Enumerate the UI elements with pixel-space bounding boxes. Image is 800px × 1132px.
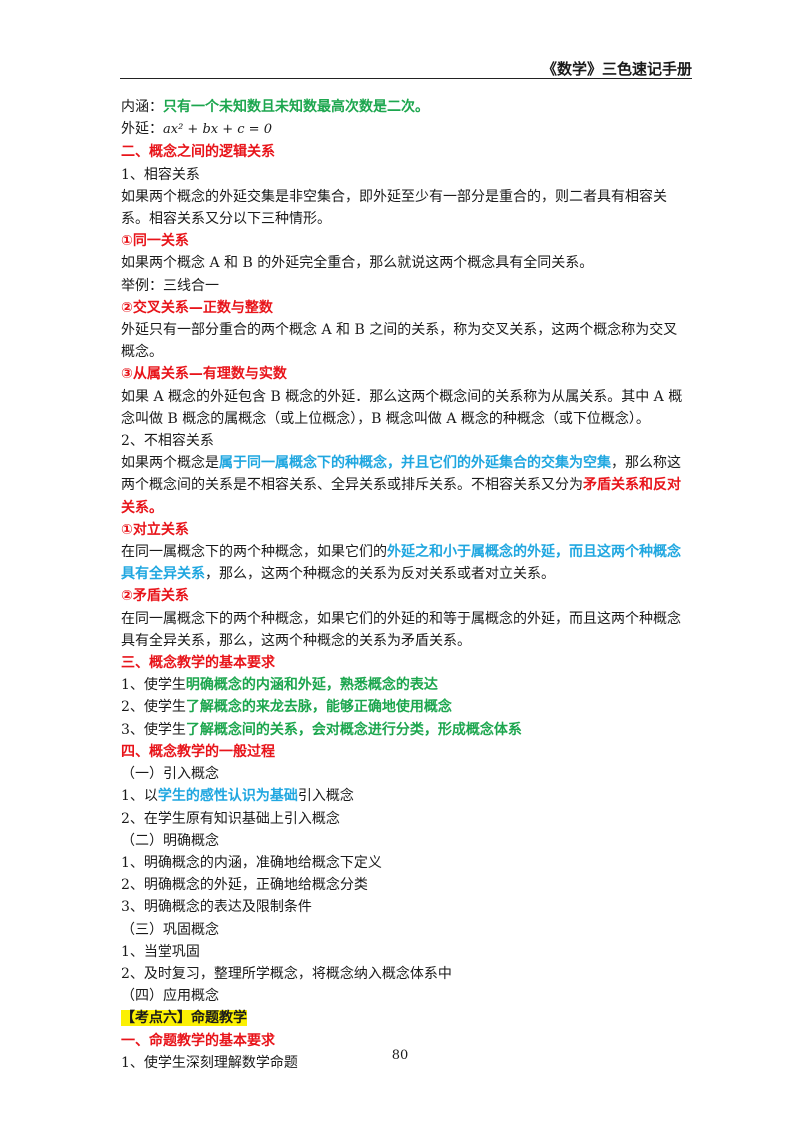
text-line-l2: 外延：ax² + bx + c = 0 xyxy=(121,118,691,141)
text-line-l33: 2、及时复习，整理所学概念，将概念纳入概念体系中 xyxy=(121,963,691,985)
text-line-l31: （三）巩固概念 xyxy=(121,919,691,941)
text-segment: 学生的感性认识为基础 xyxy=(157,788,298,805)
text-line-l23: 四、概念教学的一般过程 xyxy=(121,741,691,763)
text-line-l11: ③从属关系—有理数与实数 xyxy=(121,363,691,385)
text-line-l22: 3、使学生了解概念间的关系，会对概念进行分类，形成概念体系 xyxy=(121,719,691,741)
text-segment: 2、不相容关系 xyxy=(121,433,214,450)
text-segment: 1、明确概念的内涵，准确地给概念下定义 xyxy=(121,854,382,871)
text-segment: ③从属关系—有理数与实数 xyxy=(121,366,287,383)
text-segment: 2、使学生 xyxy=(121,699,186,716)
text-line-l10: 外延只有一部分重合的两个概念 A 和 B 之间的关系，称为交叉关系，这两个概念称… xyxy=(121,319,691,363)
text-line-l26: 2、在学生原有知识基础上引入概念 xyxy=(121,808,691,830)
text-segment: 了解概念的来龙去脉，能够正确地使用概念 xyxy=(185,699,452,716)
text-segment: （四）应用概念 xyxy=(121,988,219,1005)
text-segment: （一）引入概念 xyxy=(121,766,219,783)
text-line-l34: （四）应用概念 xyxy=(121,985,691,1007)
text-line-l25: 1、以学生的感性认识为基础引入概念 xyxy=(121,785,691,807)
text-line-l6: ①同一关系 xyxy=(121,230,691,252)
text-line-l32: 1、当堂巩固 xyxy=(121,941,691,963)
text-line-l8: 举例：三线合一 xyxy=(121,275,691,297)
text-segment: 三、概念教学的基本要求 xyxy=(121,655,275,672)
text-segment: 只有一个未知数且未知数最高次数是二次。 xyxy=(163,99,429,115)
text-segment: 明确概念的内涵和外延，熟悉概念的表达 xyxy=(185,677,438,694)
text-line-l37: 1、使学生深刻理解数学命题 xyxy=(121,1052,691,1074)
text-segment: 内涵： xyxy=(121,99,163,115)
text-line-l1: 内涵：只有一个未知数且未知数最高次数是二次。 xyxy=(121,96,691,118)
text-segment: 2、在学生原有知识基础上引入概念 xyxy=(121,810,340,827)
text-line-l16: 在同一属概念下的两个种概念，如果它们的外延之和小于属概念的外延，而且这两个种概念… xyxy=(121,541,691,585)
text-segment: 1、使学生深刻理解数学命题 xyxy=(121,1054,298,1071)
text-segment: 属于同一属概念下的种概念，并且它们的外延集合的交集为空集 xyxy=(219,455,611,472)
text-segment: 引入概念 xyxy=(297,788,354,805)
text-line-l27: （二）明确概念 xyxy=(121,830,691,852)
text-line-l21: 2、使学生了解概念的来龙去脉，能够正确地使用概念 xyxy=(121,696,691,718)
text-segment: ax² + bx + c = 0 xyxy=(163,122,272,138)
text-segment: 【考点六】命题教学 xyxy=(121,1010,247,1027)
text-line-l9: ②交叉关系—正数与整数 xyxy=(121,297,691,319)
text-segment: （二）明确概念 xyxy=(121,832,219,849)
text-segment: 一、命题教学的基本要求 xyxy=(121,1032,275,1049)
text-line-l13: 2、不相容关系 xyxy=(121,430,691,452)
text-line-l18: 在同一属概念下的两个种概念，如果它们的外延的和等于属概念的外延，而且这两个种概念… xyxy=(121,608,691,652)
text-segment: ①对立关系 xyxy=(121,521,189,538)
text-segment: 2、明确概念的外延，正确地给概念分类 xyxy=(121,877,368,894)
text-segment: 外延只有一部分重合的两个概念 A 和 B 之间的关系，称为交叉关系，这两个概念称… xyxy=(121,322,678,361)
text-segment: 四、概念教学的一般过程 xyxy=(121,743,275,760)
text-line-l15: ①对立关系 xyxy=(121,519,691,541)
text-segment: ②交叉关系—正数与整数 xyxy=(121,299,273,316)
page-header: 《数学》三色速记手册 xyxy=(120,58,692,79)
text-line-l19: 三、概念教学的基本要求 xyxy=(121,652,691,674)
text-line-l36: 一、命题教学的基本要求 xyxy=(121,1030,691,1052)
text-segment: 3、明确概念的表达及限制条件 xyxy=(121,899,312,916)
text-segment: ②矛盾关系 xyxy=(121,588,189,605)
text-segment: 2、及时复习，整理所学概念，将概念纳入概念体系中 xyxy=(121,965,452,982)
text-line-l29: 2、明确概念的外延，正确地给概念分类 xyxy=(121,874,691,896)
text-segment: ①同一关系 xyxy=(121,233,189,250)
text-segment: 1、以 xyxy=(121,788,158,805)
text-line-l5: 如果两个概念的外延交集是非空集合，即外延至少有一部分是重合的，则二者具有相容关系… xyxy=(121,186,691,230)
text-line-l17: ②矛盾关系 xyxy=(121,585,691,607)
text-line-l12: 如果 A 概念的外延包含 B 概念的外延．那么这两个概念间的关系称为从属关系。其… xyxy=(121,386,691,430)
text-segment: 外延之和小于属概念的外延，而且这两个种概念具有全异关系 xyxy=(121,544,681,583)
text-line-l28: 1、明确概念的内涵，准确地给概念下定义 xyxy=(121,852,691,874)
text-line-l35: 【考点六】命题教学 xyxy=(121,1007,691,1029)
text-segment: ，那么，这两个种概念的关系为反对关系或者对立关系。 xyxy=(205,566,555,583)
text-segment: 二、概念之间的逻辑关系 xyxy=(121,144,275,161)
text-segment: 1、使学生 xyxy=(121,677,186,694)
text-line-l24: （一）引入概念 xyxy=(121,763,691,785)
text-segment: 了解概念间的关系，会对概念进行分类，形成概念体系 xyxy=(185,721,522,738)
text-line-l14: 如果两个概念是属于同一属概念下的种概念，并且它们的外延集合的交集为空集，那么称这… xyxy=(121,452,691,519)
text-segment: 矛盾关系和反对关系。 xyxy=(121,477,681,516)
text-segment: 如果两个概念是 xyxy=(121,455,219,472)
text-segment: 外延： xyxy=(121,121,163,138)
text-segment: ，那么称这两个概念间的关系是不相容关系、全异关系或排斥关系。不相容关系又分为 xyxy=(121,455,681,494)
text-line-l20: 1、使学生明确概念的内涵和外延，熟悉概念的表达 xyxy=(121,674,691,696)
page-number: 80 xyxy=(391,1048,409,1063)
text-line-l7: 如果两个概念 A 和 B 的外延完全重合，那么就说这两个概念具有全同关系。 xyxy=(121,252,691,274)
text-segment: 在同一属概念下的两个种概念，如果它们的外延的和等于属概念的外延，而且这两个种概念… xyxy=(121,610,681,649)
text-segment: 1、相容关系 xyxy=(121,166,200,183)
page-content: 内涵：只有一个未知数且未知数最高次数是二次。外延：ax² + bx + c = … xyxy=(121,96,691,1074)
text-segment: 1、当堂巩固 xyxy=(121,943,200,960)
header-title: 《数学》三色速记手册 xyxy=(541,60,692,78)
text-segment: 如果 A 概念的外延包含 B 概念的外延．那么这两个概念间的关系称为从属关系。其… xyxy=(121,388,683,427)
text-segment: 在同一属概念下的两个种概念，如果它们的 xyxy=(121,544,387,561)
text-segment: 3、使学生 xyxy=(121,721,186,738)
text-line-l30: 3、明确概念的表达及限制条件 xyxy=(121,896,691,918)
text-segment: 如果两个概念的外延交集是非空集合，即外延至少有一部分是重合的，则二者具有相容关系… xyxy=(121,188,667,228)
text-segment: 如果两个概念 A 和 B 的外延完全重合，那么就说这两个概念具有全同关系。 xyxy=(121,255,594,272)
text-line-l4: 1、相容关系 xyxy=(121,164,691,186)
text-line-l3: 二、概念之间的逻辑关系 xyxy=(121,141,691,163)
text-segment: （三）巩固概念 xyxy=(121,921,219,938)
text-segment: 举例：三线合一 xyxy=(121,277,219,294)
